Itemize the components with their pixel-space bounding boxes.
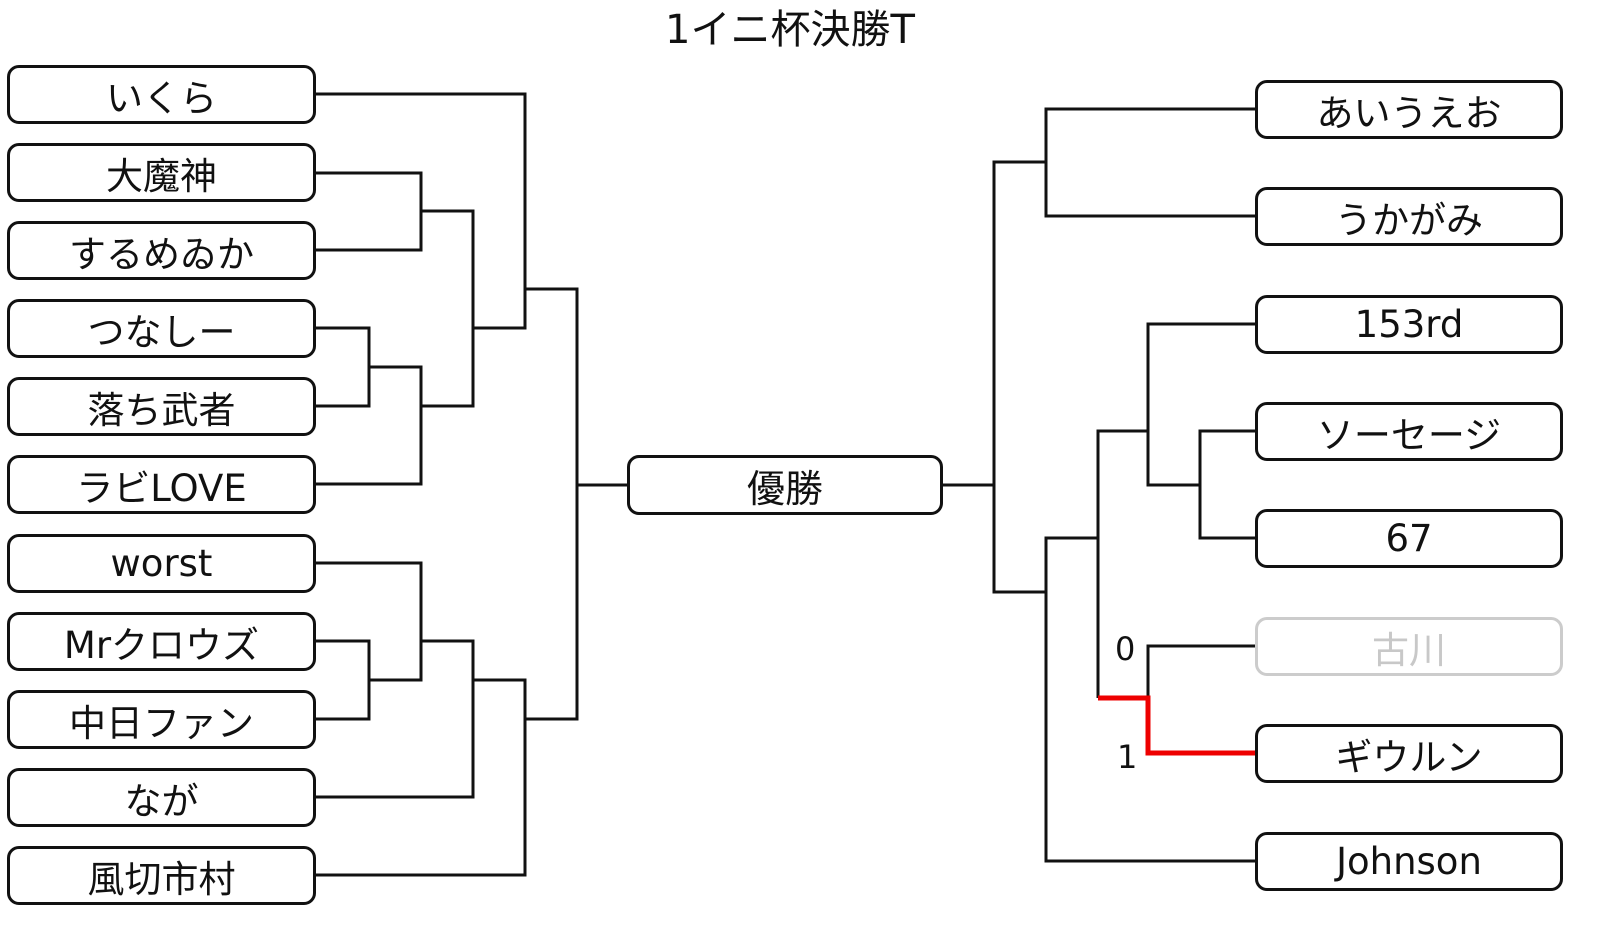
left-bracket-r1-b xyxy=(316,326,371,408)
left-player-11: 風切市村 xyxy=(7,846,316,905)
right-player-1: あいうえお xyxy=(1255,80,1563,139)
left-bracket-r2-a xyxy=(421,209,475,408)
right-bracket-r2-b xyxy=(1096,429,1148,698)
left-player-3: するめゐか xyxy=(7,221,316,280)
left-bracket-r3-a xyxy=(316,92,527,330)
right-player-5: 67 xyxy=(1255,509,1563,568)
right-bracket-r1-b xyxy=(1198,429,1256,540)
left-bracket-semi xyxy=(525,287,579,721)
left-bracket-r2-b xyxy=(316,639,475,799)
score-giurun: 1 xyxy=(1117,738,1138,776)
left-bracket-r1-c xyxy=(316,365,423,486)
left-player-9: 中日ファン xyxy=(7,690,316,749)
right-player-6-eliminated: 古川 xyxy=(1255,617,1563,676)
right-bracket-r3-b xyxy=(1044,536,1256,863)
winner-path xyxy=(1098,695,1256,756)
left-bracket-r1-a xyxy=(316,171,423,252)
right-player-8: Johnson xyxy=(1255,832,1563,891)
bracket-title: 1イニ杯決勝T xyxy=(665,7,915,53)
right-bracket-semi xyxy=(992,160,1046,594)
right-bracket-r2-a xyxy=(1146,322,1256,487)
right-player-4: ソーセージ xyxy=(1255,402,1563,461)
left-bracket-r1-d xyxy=(316,639,371,721)
left-bracket-r1-e xyxy=(316,561,423,682)
right-bracket-r1-c xyxy=(1146,644,1256,698)
right-player-2: うかがみ xyxy=(1255,187,1563,246)
left-player-5: 落ち武者 xyxy=(7,377,316,436)
score-furukawa: 0 xyxy=(1115,630,1136,668)
left-player-1: いくら xyxy=(7,65,316,124)
right-bracket-r1-a xyxy=(1044,107,1256,218)
left-player-10: なが xyxy=(7,768,316,827)
right-player-7: ギウルン xyxy=(1255,724,1563,783)
left-player-7: worst xyxy=(7,534,316,593)
left-player-2: 大魔神 xyxy=(7,143,316,202)
left-player-4: つなしー xyxy=(7,299,316,358)
left-player-6: ラビLOVE xyxy=(7,455,316,514)
champion-box: 優勝 xyxy=(627,455,943,515)
left-player-8: Mrクロウズ xyxy=(7,612,316,671)
left-bracket-r3-b xyxy=(316,678,527,877)
right-player-3: 153rd xyxy=(1255,295,1563,354)
